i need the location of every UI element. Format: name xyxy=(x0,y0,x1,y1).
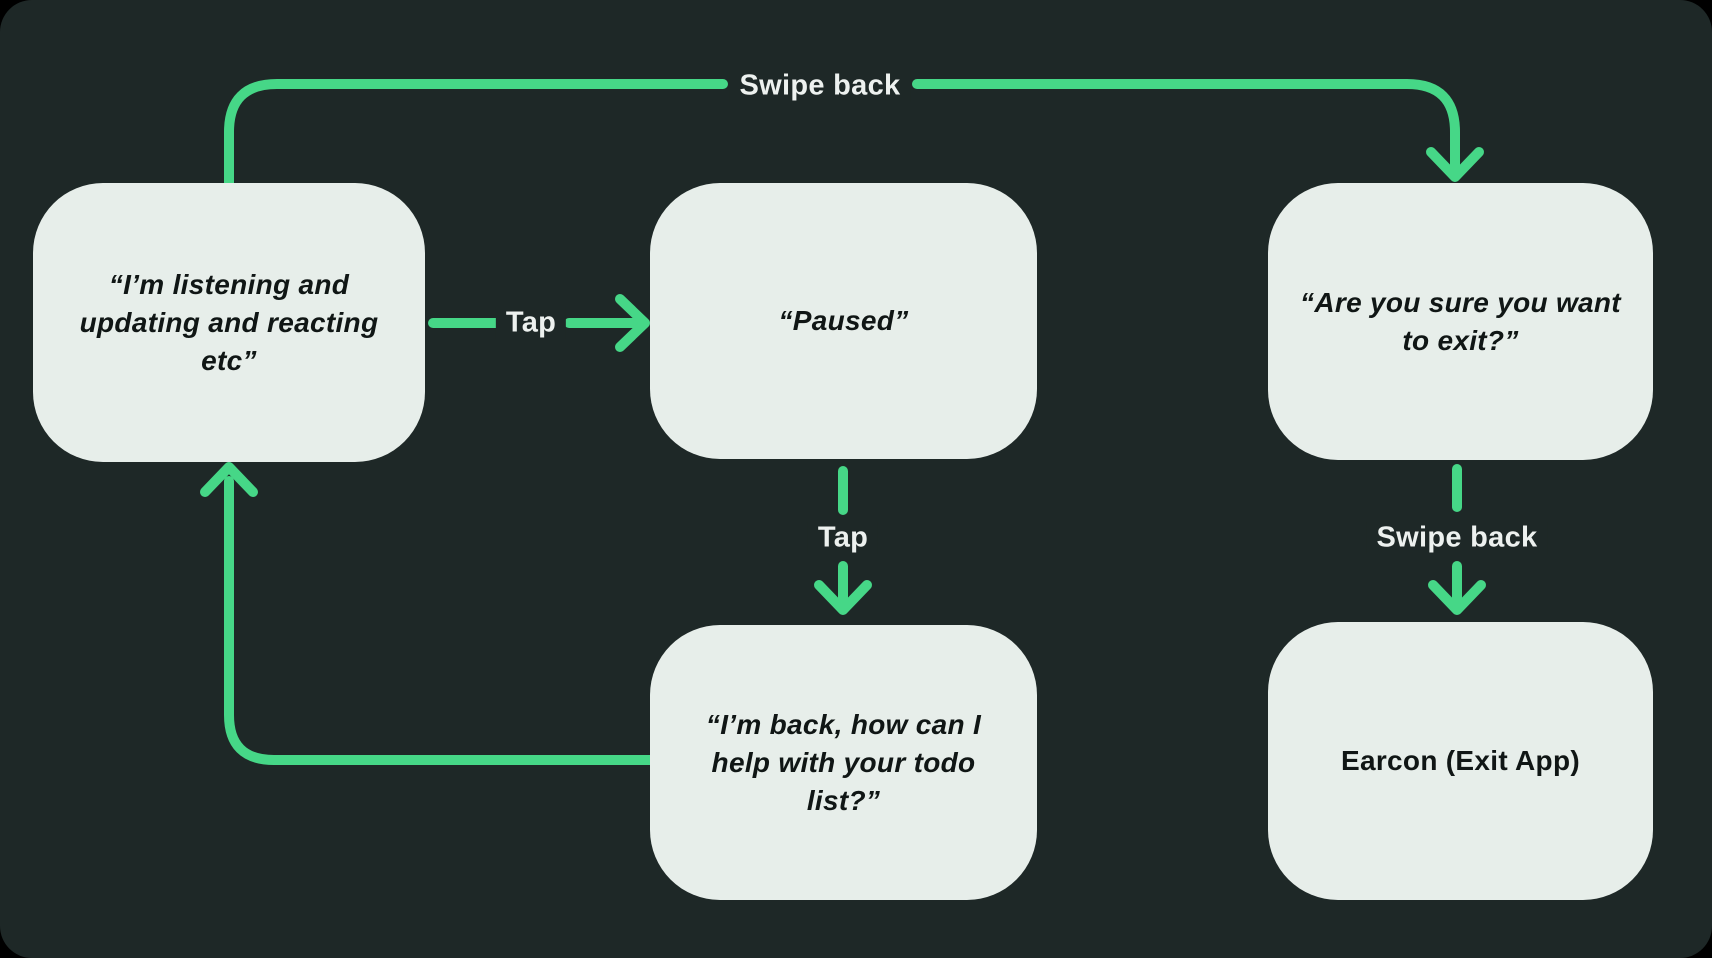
edge-label-swipe-back-down: Swipe back xyxy=(1366,521,1548,555)
arrowhead-down-icon xyxy=(1428,580,1486,615)
node-back-todo: “I’m back, how can I help with your todo… xyxy=(650,625,1037,900)
arrow-tap-down xyxy=(814,466,872,615)
node-listening: “I’m listening and updating and reacting… xyxy=(33,183,425,462)
arrow-tap-right xyxy=(428,294,650,352)
arrow-swipe-back-down xyxy=(1428,464,1486,615)
node-confirm-exit: “Are you sure you want to exit?” xyxy=(1268,183,1653,460)
node-paused-text: “Paused” xyxy=(778,305,909,336)
arrow-swipe-back-top xyxy=(224,79,1484,191)
edge-label-swipe-back-top: Swipe back xyxy=(729,69,911,103)
edge-label-tap-right: Tap xyxy=(495,306,567,340)
arrowhead-up-icon xyxy=(200,462,258,497)
arrowhead-down-icon xyxy=(1426,147,1484,182)
node-earcon-exit: Earcon (Exit App) xyxy=(1268,622,1653,900)
arrow-resume-loop xyxy=(200,462,657,765)
arrowhead-right-icon xyxy=(615,294,650,352)
node-confirm-exit-text: “Are you sure you want to exit?” xyxy=(1300,286,1621,356)
edge-label-tap-down: Tap xyxy=(807,521,879,555)
node-earcon-exit-text: Earcon (Exit App) xyxy=(1341,745,1580,776)
node-back-todo-text: “I’m back, how can I help with your todo… xyxy=(705,708,982,816)
node-listening-text: “I’m listening and updating and reacting… xyxy=(79,268,379,376)
node-paused: “Paused” xyxy=(650,183,1037,459)
arrowhead-down-icon xyxy=(814,580,872,615)
